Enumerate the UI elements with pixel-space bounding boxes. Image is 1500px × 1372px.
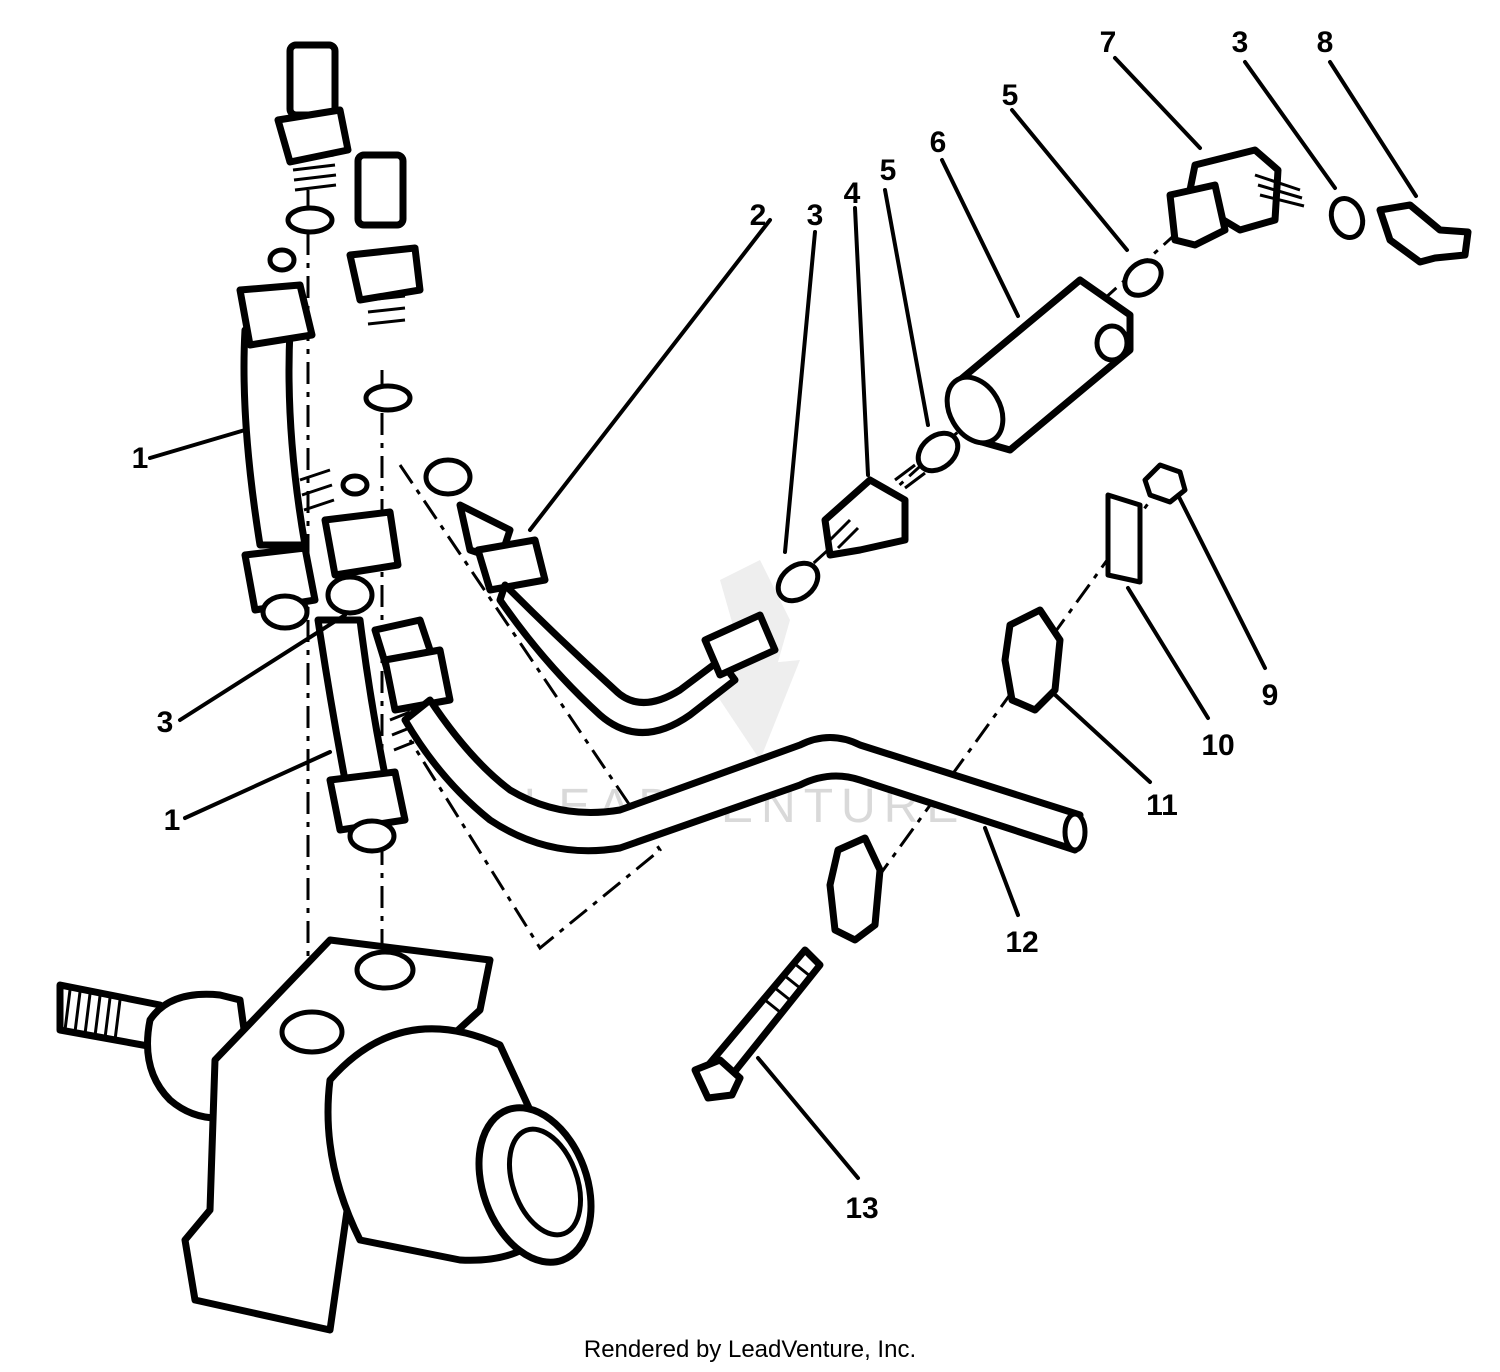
leader-3a xyxy=(178,613,347,722)
callout-3a: 3 xyxy=(157,706,174,739)
elbow-item7-thread xyxy=(1254,173,1305,208)
leader-8 xyxy=(1328,60,1418,198)
oring-item3-right xyxy=(1328,196,1366,240)
tube2-nut xyxy=(474,536,549,594)
tube2-end-nut xyxy=(701,611,779,679)
leader-6 xyxy=(940,158,1020,318)
oring-item5-left xyxy=(915,430,961,474)
callouts: 1 1 2 3 3 3 4 5 5 6 7 8 9 10 11 12 13 xyxy=(132,26,1334,1225)
fitting-item8 xyxy=(1376,201,1472,266)
tube2-body xyxy=(496,581,739,736)
oring-item3-mid xyxy=(775,560,821,604)
callout-1b: 1 xyxy=(164,804,181,837)
fitting-item4 xyxy=(821,476,909,559)
leader-9 xyxy=(1176,493,1267,670)
callout-9: 9 xyxy=(1262,679,1279,712)
callout-3b: 3 xyxy=(807,199,824,232)
fitting-top-right xyxy=(354,151,407,229)
fitting-chain xyxy=(775,146,1472,604)
elbow-item7-stem xyxy=(1166,181,1229,249)
callout-8: 8 xyxy=(1317,26,1334,59)
fitting-top-left xyxy=(286,41,339,119)
leader-1b xyxy=(183,750,332,820)
hose-left-bottom-nut xyxy=(241,544,319,614)
tube-2 xyxy=(423,457,779,736)
clamp-lower xyxy=(826,834,884,944)
callout-3c: 3 xyxy=(1232,26,1249,59)
oring-tube2 xyxy=(423,457,473,497)
oring-item3-left xyxy=(325,574,375,616)
leader-7 xyxy=(1113,56,1202,150)
fitting-top-left-thread xyxy=(291,153,337,192)
callout-7: 7 xyxy=(1100,26,1117,59)
pump-port-left xyxy=(279,1009,345,1055)
leader-1a xyxy=(148,428,247,460)
oring-small-right xyxy=(340,473,370,497)
clamp-item11 xyxy=(1001,606,1064,714)
callout-5a: 5 xyxy=(880,154,897,187)
upper-fittings xyxy=(267,41,424,497)
nut-item9 xyxy=(1142,462,1188,505)
hose-threads xyxy=(299,468,415,752)
hose-right xyxy=(314,616,389,784)
tube-12 xyxy=(371,616,1088,855)
fitting-top-right-thread xyxy=(367,294,406,326)
leader-12 xyxy=(983,826,1020,917)
leader-3b xyxy=(783,230,817,554)
hose-left-end xyxy=(260,593,310,631)
hose-left xyxy=(240,326,309,549)
leader-13 xyxy=(756,1056,860,1180)
callout-1a: 1 xyxy=(132,442,149,475)
valve-item6-plug xyxy=(1094,323,1130,363)
hose-left-top-nut xyxy=(236,281,316,349)
leader-5a xyxy=(883,188,930,427)
assembly-bracket xyxy=(398,464,663,951)
fitting-top-right-hex xyxy=(346,244,424,304)
pump-shaft-thread xyxy=(63,989,122,1041)
bolt-item13-head xyxy=(691,1056,744,1102)
oring-small-left xyxy=(267,247,297,273)
leader-3c xyxy=(1243,60,1337,190)
tube12-end xyxy=(1062,811,1088,853)
leader-10 xyxy=(1126,586,1210,720)
hose-right-bottom-nut xyxy=(326,768,409,834)
callout-12: 12 xyxy=(1005,926,1038,959)
pump-housing xyxy=(56,936,595,1334)
valve-item6-port xyxy=(944,374,1006,446)
oring-top-left xyxy=(285,205,335,235)
oring-top-right xyxy=(363,383,413,413)
hose-right-top-nut xyxy=(321,508,402,579)
callout-10: 10 xyxy=(1201,729,1234,762)
leader-2 xyxy=(528,218,772,532)
callout-6: 6 xyxy=(930,126,947,159)
leader-11 xyxy=(1050,690,1152,784)
oring-item5-right xyxy=(1122,258,1164,298)
hoses xyxy=(236,281,415,854)
leader-lines xyxy=(148,56,1418,1180)
leader-4 xyxy=(853,206,870,477)
leader-5b xyxy=(1010,108,1129,252)
pump-port-right xyxy=(354,949,416,991)
clamp-hardware xyxy=(691,462,1188,1102)
callout-5b: 5 xyxy=(1002,79,1019,112)
pump-end-cap-face xyxy=(507,1126,583,1238)
hose-right-end xyxy=(347,818,397,854)
tube12-nut xyxy=(381,646,454,714)
credit-text: Rendered by LeadVenture, Inc. xyxy=(583,1336,917,1363)
fitting-top-left-hex xyxy=(274,106,352,166)
callout-13: 13 xyxy=(845,1192,878,1225)
bolt-item13-thread xyxy=(764,962,811,1014)
callout-11: 11 xyxy=(1146,789,1178,822)
callout-4: 4 xyxy=(844,177,861,210)
plate-item10 xyxy=(1105,492,1143,585)
fitting-item4-thread xyxy=(828,463,926,550)
callout-2: 2 xyxy=(750,199,767,232)
